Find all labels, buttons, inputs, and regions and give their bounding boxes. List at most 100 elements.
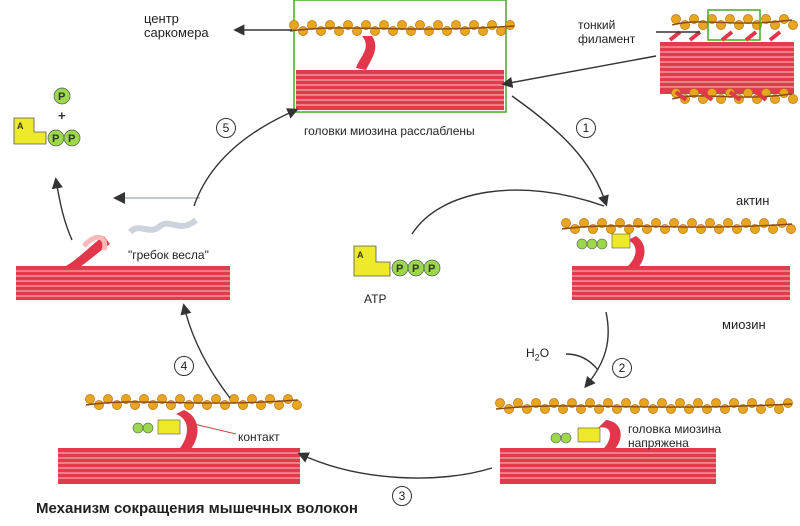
actin-bead <box>741 218 751 228</box>
actin-bead <box>765 398 775 408</box>
actin-bead <box>292 400 302 410</box>
svg-text:A: A <box>17 121 24 131</box>
actin-bead <box>247 394 257 404</box>
svg-text:P: P <box>428 263 435 275</box>
tropomyosin-strand <box>289 25 515 32</box>
actin-bead <box>678 224 688 234</box>
actin-bead <box>671 14 681 24</box>
stroke-ghost <box>82 234 108 251</box>
myosin-filament <box>16 266 230 300</box>
actin-bead <box>433 20 443 30</box>
arrow-release <box>51 177 73 241</box>
panel-power-stroke <box>16 192 230 300</box>
actin-bead <box>561 218 571 228</box>
step-marker-2: 2 <box>612 358 632 378</box>
myosin-body <box>660 42 794 94</box>
actin-bead <box>298 26 308 36</box>
actin-bead <box>723 218 733 228</box>
actin-bead <box>274 400 284 410</box>
adp-phosphate <box>132 422 144 434</box>
actin-bead <box>779 88 789 98</box>
actin-filament <box>561 218 796 234</box>
actin-bead <box>175 394 185 404</box>
actin-bead <box>307 20 317 30</box>
tropomyosin-strand <box>561 223 793 230</box>
actin-bead <box>334 26 344 36</box>
thin-filament-label-line2: филамент <box>578 32 636 46</box>
actin-bead <box>361 20 371 30</box>
actin-bead <box>651 218 661 228</box>
contact-label: контакт <box>238 430 280 444</box>
actin-bead <box>283 394 293 404</box>
adp-phosphate <box>142 422 154 434</box>
actin-bead <box>783 398 793 408</box>
actin-bead <box>725 14 735 24</box>
actin-bead <box>504 404 514 414</box>
arrow-water <box>565 353 599 371</box>
adp-phosphate <box>550 432 562 444</box>
zoom-frame <box>293 0 507 113</box>
step-marker-1: 1 <box>576 118 596 138</box>
actin-bead <box>157 394 167 404</box>
adp-adenosine <box>157 419 181 435</box>
panel-relaxed <box>289 0 515 113</box>
arrow-step-5 <box>193 108 299 207</box>
actin-bead <box>639 398 649 408</box>
arrow-step-2 <box>584 311 609 389</box>
tropomyosin-strand <box>85 399 299 406</box>
actin-bead <box>734 20 744 30</box>
actin-bead <box>513 398 523 408</box>
actin-bead <box>669 218 679 228</box>
myosin-head <box>66 236 110 268</box>
actin-bead <box>702 404 712 414</box>
myosin-head <box>628 236 645 268</box>
actin-bead <box>779 14 789 24</box>
myosin-filament <box>296 70 504 110</box>
actin-bead <box>768 224 778 234</box>
actin-bead <box>603 398 613 408</box>
panel-atp-bound <box>561 218 796 300</box>
atp-molecule: A P P P <box>353 245 441 277</box>
actin-bead <box>406 26 416 36</box>
head-cocked-label-line1: головка миозина <box>628 422 722 436</box>
myosin-heads-lower <box>674 90 768 102</box>
actin-bead <box>505 20 515 30</box>
actin-bead <box>193 394 203 404</box>
actin-bead <box>788 20 798 30</box>
actin-bead <box>289 20 299 30</box>
actin-bead <box>696 224 706 234</box>
zoom-box <box>707 9 761 41</box>
actin-bead <box>714 224 724 234</box>
arrow-step-4 <box>180 303 231 399</box>
actin-bead <box>202 400 212 410</box>
cycle-arrows <box>51 24 700 479</box>
svg-text:P: P <box>396 263 403 275</box>
actin-bead <box>487 20 497 30</box>
actin-bead <box>705 218 715 228</box>
svg-text:P: P <box>412 263 419 275</box>
actin-bead <box>660 224 670 234</box>
myosin-filament <box>572 266 790 300</box>
actin-bead <box>693 398 703 408</box>
caption-title: Механизм сокращения мышечных волокон <box>36 500 358 517</box>
head-cocked-label-line2: напряжена <box>628 436 689 450</box>
actin-bead <box>761 14 771 24</box>
arrow-step-1 <box>511 95 609 207</box>
actin-bead <box>770 20 780 30</box>
myosin-label: миозин <box>722 317 766 332</box>
actin-bead <box>743 14 753 24</box>
actin-bead <box>788 94 798 104</box>
released-products: P + A P P <box>13 87 81 147</box>
actin-bead <box>388 26 398 36</box>
actin-filament <box>289 20 515 36</box>
actin-bead <box>531 398 541 408</box>
power-stroke-label: "гребок весла" <box>128 248 209 262</box>
myosin-body <box>572 266 790 300</box>
actin-bead <box>786 224 796 234</box>
svg-text:+: + <box>58 108 66 123</box>
myosin-head <box>176 410 198 450</box>
myosin-filament <box>58 448 300 484</box>
actin-bead <box>130 400 140 410</box>
step-marker-3: 3 <box>392 486 412 506</box>
